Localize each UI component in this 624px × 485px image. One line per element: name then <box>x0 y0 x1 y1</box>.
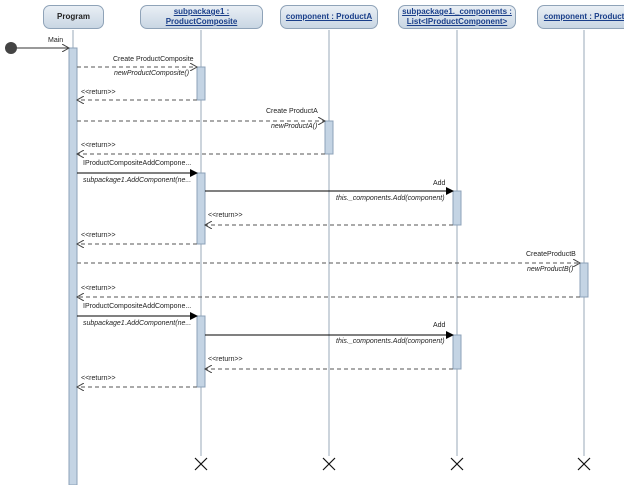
lifelines <box>72 30 585 485</box>
lifeline-header-productA[interactable]: component : ProductA <box>280 5 378 29</box>
lifeline-header-components[interactable]: subpackage1._components : List<IProductC… <box>398 5 516 29</box>
activation-productA <box>324 120 334 155</box>
label-add-component-call-1: subpackage1.AddComponent(ne... <box>83 177 192 184</box>
lifeline-title: component : ProductB <box>543 12 624 21</box>
label-return-7: <<return>> <box>81 375 116 382</box>
activation-composite-1 <box>196 66 206 101</box>
label-add-call-1: this._components.Add(component) <box>336 195 445 202</box>
label-create-b: CreateProductB <box>526 251 576 258</box>
lifeline-title: Program <box>57 12 90 21</box>
activations <box>68 47 589 485</box>
label-return-3: <<return>> <box>208 212 243 219</box>
lifeline-title: subpackage1 : ProductComposite <box>165 7 238 26</box>
label-return-4: <<return>> <box>81 232 116 239</box>
label-return-1: <<return>> <box>81 89 116 96</box>
initial-node <box>5 42 17 54</box>
activation-components-1 <box>452 190 462 226</box>
activation-program <box>68 47 78 485</box>
label-add-component-call-2: subpackage1.AddComponent(ne... <box>83 320 192 327</box>
lifeline-header-program[interactable]: Program <box>43 5 104 29</box>
destroy-x-productA <box>322 457 336 471</box>
lifeline-title: subpackage1._components : List<IProductC… <box>402 7 512 26</box>
activation-composite-2 <box>196 172 206 245</box>
activation-productB <box>579 262 589 298</box>
messages <box>77 67 580 387</box>
destroy-x-productB <box>577 457 591 471</box>
label-new-composite: newProductComposite() <box>114 70 190 77</box>
label-add-1: Add <box>433 180 446 187</box>
lifeline-title: component : ProductA <box>285 12 373 21</box>
label-return-2: <<return>> <box>81 142 116 149</box>
label-add-call-2: this._components.Add(component) <box>336 338 445 345</box>
label-return-6: <<return>> <box>208 356 243 363</box>
label-add-2: Add <box>433 322 446 329</box>
lifeline-header-productB[interactable]: component : ProductB <box>537 5 624 29</box>
destroy-x-composite <box>194 457 208 471</box>
label-add-component-1: IProductCompositeAddCompone... <box>83 160 192 167</box>
lifeline-header-composite[interactable]: subpackage1 : ProductComposite <box>140 5 263 29</box>
label-new-b: newProductB() <box>527 266 574 273</box>
label-new-a: newProductA() <box>271 123 318 130</box>
label-main: Main <box>48 37 64 44</box>
label-create-a: Create ProductA <box>266 108 318 115</box>
label-create-composite: Create ProductComposite <box>113 56 194 63</box>
activation-composite-3 <box>196 315 206 388</box>
label-add-component-2: IProductCompositeAddCompone... <box>83 303 192 310</box>
activation-components-2 <box>452 334 462 370</box>
destroy-markers <box>194 457 591 471</box>
label-return-5: <<return>> <box>81 285 116 292</box>
destroy-x-components <box>450 457 464 471</box>
